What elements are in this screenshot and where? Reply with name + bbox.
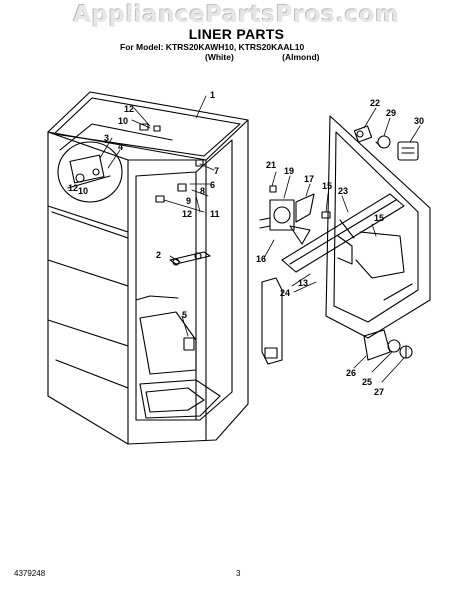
duct-strip (281, 193, 405, 273)
callout-7: 7 (214, 166, 219, 176)
watermark: AppliancePartsPros.com (73, 2, 400, 28)
callout-11: 11 (210, 209, 220, 219)
callout-21: 21 (266, 160, 276, 170)
shroud-panel (325, 115, 431, 339)
callout-13: 13 (298, 278, 308, 288)
callout-10-left: 10 (78, 186, 88, 196)
light-assembly (353, 125, 419, 161)
bracket (261, 277, 283, 365)
callout-25: 25 (362, 377, 372, 387)
callout-6: 6 (210, 180, 215, 190)
callout-23: 23 (338, 186, 348, 196)
document-number: 4379248 (14, 569, 46, 578)
callout-15-top: 15 (322, 181, 332, 191)
page-title: LINER PARTS (188, 26, 285, 42)
color-variants: (White) (Almond) (205, 52, 319, 62)
page-number: 3 (236, 569, 241, 578)
leader-lines (99, 95, 421, 383)
callout-27: 27 (374, 387, 384, 397)
callout-8: 8 (200, 186, 205, 196)
control-knob (363, 329, 413, 361)
color-white: (White) (205, 52, 234, 62)
callout-12-left: 12 (68, 183, 78, 193)
callout-1: 1 (210, 90, 215, 100)
callout-3: 3 (104, 133, 109, 143)
callout-2: 2 (156, 250, 161, 260)
callout-15-right: 15 (374, 213, 384, 223)
callout-22: 22 (370, 98, 380, 108)
callout-17: 17 (304, 174, 314, 184)
callout-16: 16 (256, 254, 266, 264)
liner-cabinet (47, 91, 249, 445)
callout-12-top: 12 (124, 104, 134, 114)
callout-19: 19 (284, 166, 294, 176)
callout-4: 4 (118, 142, 123, 152)
callout-24: 24 (280, 288, 290, 298)
callout-30: 30 (414, 116, 424, 126)
callout-10-top: 10 (118, 116, 128, 126)
callout-29: 29 (386, 108, 396, 118)
callout-labels: 1 12 10 3 4 7 6 8 9 12 11 12 10 2 5 21 1… (68, 90, 424, 397)
callout-26: 26 (346, 368, 356, 378)
control-housing (57, 141, 123, 203)
callout-5: 5 (182, 310, 187, 320)
model-line: For Model: KTRS20KAWH10, KTRS20KAAL10 (120, 42, 305, 52)
callout-12-mid: 12 (182, 209, 192, 219)
fan-motor (259, 185, 331, 245)
color-almond: (Almond) (282, 52, 320, 62)
callout-9: 9 (186, 196, 191, 206)
